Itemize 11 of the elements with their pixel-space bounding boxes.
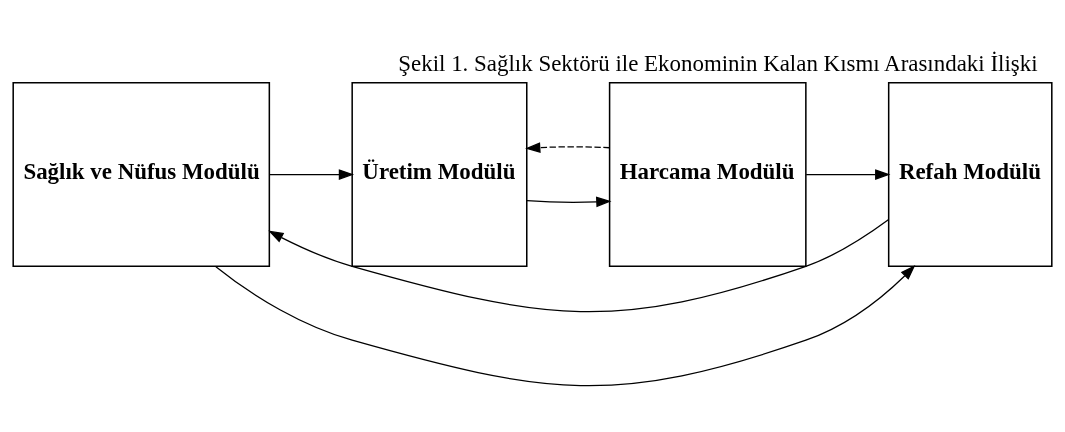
arrow <box>805 168 891 180</box>
arrow <box>269 168 355 180</box>
node-box: Üretim Modülü <box>351 81 528 267</box>
node-box: Refah Modülü <box>887 81 1053 267</box>
node-box: Sağlık ve Nüfus Modülü <box>12 81 271 267</box>
diagram-title: Şekil 1. Sağlık Sektörü ile Ekonominin Kalan Kısmı Arasındaki İlişki <box>398 50 1038 76</box>
node-box: Harcama Modülü <box>608 81 807 267</box>
arrow <box>215 264 916 386</box>
arrow <box>268 218 889 312</box>
arrow <box>525 141 611 153</box>
arrow <box>526 196 612 207</box>
